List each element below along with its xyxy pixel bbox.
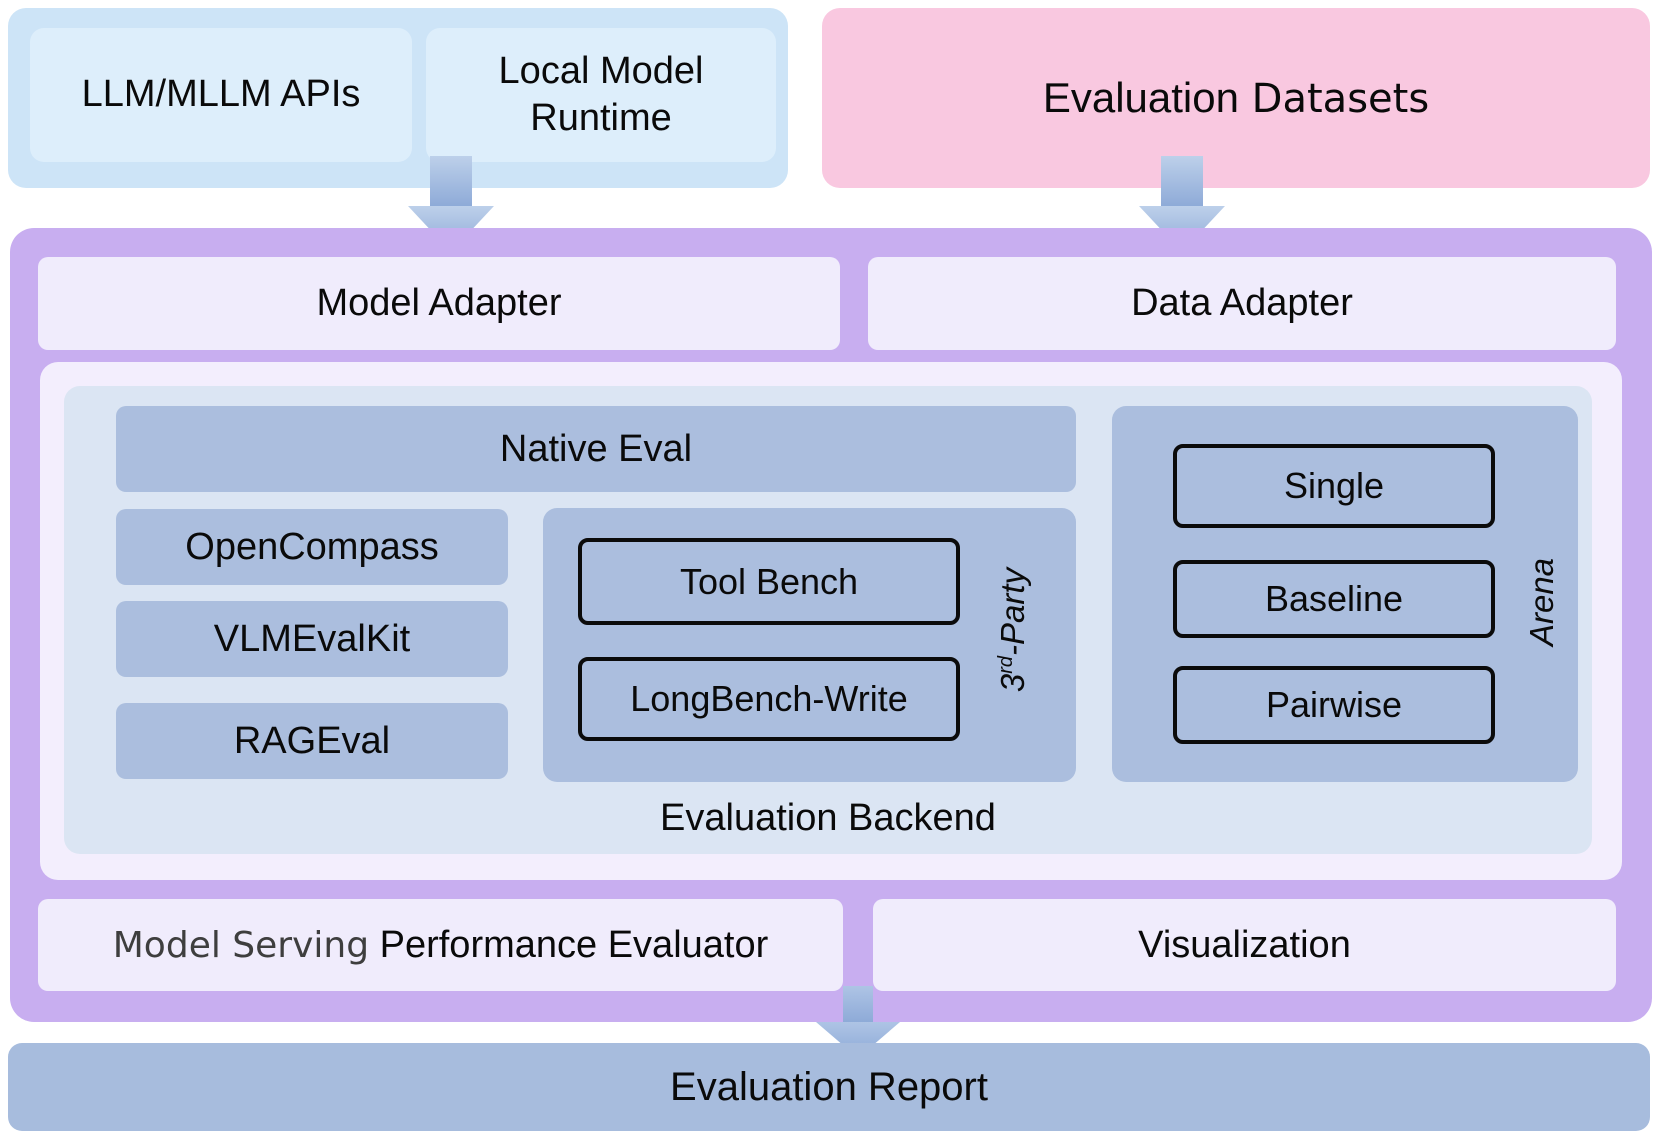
llm-mllm-apis-label: LLM/MLLM APIs: [81, 73, 361, 116]
arena-single-box: Single: [1173, 444, 1495, 528]
model-serving-performance-evaluator-label: Model Serving Performance Evaluator: [112, 923, 769, 966]
longbench-write-label: LongBench-Write: [630, 678, 908, 719]
rageval-box: RAGEval: [116, 703, 508, 779]
arrow-framework-to-report-icon: [816, 986, 900, 1058]
evaluation-datasets-label: Evaluation Datasets: [1042, 74, 1430, 122]
data-adapter-box: Data Adapter: [868, 257, 1616, 350]
opencompass-box: OpenCompass: [116, 509, 508, 585]
third-party-rotated-label: 3rd-Party: [994, 567, 1031, 693]
vlmevalkit-label: VLMEvalKit: [213, 617, 411, 660]
arena-baseline-box: Baseline: [1173, 560, 1495, 638]
arena-panel: [1112, 406, 1578, 782]
arena-pairwise-label: Pairwise: [1265, 684, 1403, 725]
third-party-panel: [543, 508, 1076, 782]
opencompass-label: OpenCompass: [185, 525, 439, 568]
model-serving-performance-evaluator-box: Model Serving Performance Evaluator: [38, 899, 843, 991]
evaluation-report-band: Evaluation Report: [8, 1043, 1650, 1131]
data-adapter-label: Data Adapter: [1131, 282, 1353, 324]
tool-bench-label: Tool Bench: [679, 560, 859, 602]
model-adapter-label: Model Adapter: [316, 282, 562, 324]
visualization-box: Visualization: [873, 899, 1616, 991]
visualization-label: Visualization: [1138, 923, 1351, 966]
native-eval-label: Native Eval: [499, 427, 693, 470]
tool-bench-box: Tool Bench: [578, 538, 960, 625]
llm-mllm-apis-box: LLM/MLLM APIs: [30, 28, 412, 162]
arena-rotated-label: Arena: [1523, 557, 1560, 647]
evaluation-report-label: Evaluation Report: [670, 1064, 988, 1109]
local-model-runtime-label: Local Model Runtime: [498, 49, 704, 140]
longbench-write-box: LongBench-Write: [578, 657, 960, 741]
arena-single-label: Single: [1283, 465, 1385, 506]
vlmevalkit-box: VLMEvalKit: [116, 601, 508, 677]
local-model-runtime-box: Local Model Runtime: [426, 28, 776, 162]
arena-pairwise-box: Pairwise: [1173, 666, 1495, 744]
native-eval-bar: Native Eval: [116, 406, 1076, 492]
model-adapter-box: Model Adapter: [38, 257, 840, 350]
arena-baseline-label: Baseline: [1264, 578, 1404, 619]
rageval-label: RAGEval: [233, 719, 391, 762]
evaluation-backend-label: Evaluation Backend: [660, 796, 996, 839]
evaluation-datasets-box: Evaluation Datasets: [822, 8, 1650, 188]
